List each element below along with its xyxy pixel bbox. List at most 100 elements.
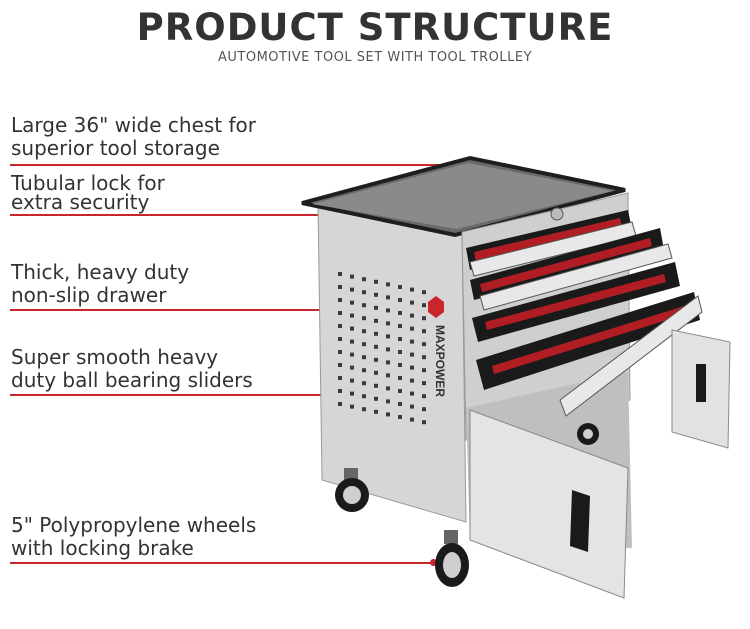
- pegboard-hole: [410, 378, 414, 383]
- pegboard-hole: [338, 272, 342, 276]
- feature-chest: Large 36" wide chest for superior tool s…: [11, 114, 256, 160]
- pegboard-hole: [386, 295, 390, 300]
- pegboard-hole: [410, 404, 414, 409]
- pegboard-hole: [362, 407, 366, 412]
- pegboard-hole: [410, 326, 414, 331]
- pegboard-hole: [374, 409, 378, 414]
- feature-wheels-leader: [10, 562, 434, 564]
- pegboard-hole: [350, 404, 354, 409]
- right-door-handle: [696, 364, 706, 402]
- pegboard-hole: [422, 290, 426, 295]
- feature-chest-line1: Large 36" wide chest for: [11, 113, 256, 137]
- brand-logo: MAXPOWER: [428, 296, 447, 397]
- feature-wheels-dot: [430, 559, 437, 566]
- pegboard-hole: [410, 339, 414, 344]
- pegboard-hole: [350, 313, 354, 318]
- feature-sliders-line2: duty ball bearing sliders: [11, 368, 253, 392]
- drawer-4: [476, 292, 703, 417]
- pegboard-hole: [374, 279, 378, 284]
- pegboard-hole: [386, 386, 390, 391]
- feature-lock-leader: [10, 214, 555, 216]
- top-tray-mat: [312, 163, 612, 229]
- tubular-lock: [550, 207, 564, 221]
- pegboard-hole: [398, 363, 402, 367]
- pegboard-hole: [422, 407, 426, 412]
- pegboard-hole: [338, 350, 342, 354]
- pegboard-hole: [362, 303, 366, 308]
- left-door-handle: [570, 490, 590, 552]
- pegboard-hole: [422, 329, 426, 334]
- pegboard-hole: [386, 321, 390, 326]
- pegboard-hole: [422, 381, 426, 386]
- pegboard-hole: [398, 337, 402, 341]
- pegboard-hole: [410, 365, 414, 370]
- pegboard-hole: [362, 316, 366, 321]
- pegboard-hole: [350, 365, 354, 370]
- pegboard-hole: [350, 339, 354, 344]
- pegboard-hole: [374, 305, 378, 310]
- drawer-1: [466, 210, 637, 277]
- pegboard-hole: [386, 282, 390, 287]
- pegboard-hole: [374, 318, 378, 323]
- page-title: PRODUCT STRUCTURE: [136, 6, 614, 49]
- pegboard-hole: [338, 363, 342, 367]
- feature-drawer-line1: Thick, heavy duty: [11, 260, 190, 284]
- pegboard-hole: [374, 331, 378, 336]
- pegboard-hole: [362, 355, 366, 360]
- feature-wheels-line2: with locking brake: [11, 536, 194, 560]
- pegboard-hole: [338, 337, 342, 341]
- feature-sliders-line1: Super smooth heavy: [11, 345, 219, 369]
- pegboard-hole: [386, 412, 390, 417]
- pegboard-hole: [350, 326, 354, 331]
- wheel-front: [435, 530, 469, 587]
- pegboard-hole: [386, 399, 390, 404]
- pegboard-hole: [398, 402, 402, 406]
- pegboard-hole: [362, 368, 366, 373]
- pegboard-hole: [374, 344, 378, 349]
- feature-lock-line1: Tubular lock for: [11, 171, 165, 195]
- pegboard-hole: [410, 352, 414, 357]
- drawer-2: [470, 228, 673, 311]
- pegboard-hole: [398, 298, 402, 302]
- pegboard-hole: [350, 287, 354, 292]
- pegboard-hole: [350, 352, 354, 357]
- pegboard-hole: [410, 287, 414, 292]
- feature-lock-line2: extra security: [11, 190, 150, 214]
- pegboard-hole: [398, 376, 402, 380]
- feature-lock: Tubular lock for extra security: [11, 172, 165, 214]
- pegboard-hole: [350, 391, 354, 396]
- pegboard-hole: [398, 285, 402, 289]
- pegboard-hole: [338, 376, 342, 380]
- wheel-right: [577, 423, 599, 445]
- pegboard-hole: [422, 342, 426, 347]
- pegboard-hole: [398, 311, 402, 315]
- pegboard-hole: [374, 357, 378, 362]
- pegboard-hole: [386, 347, 390, 352]
- pegboard-hole: [374, 396, 378, 401]
- pegboard-hole: [398, 350, 402, 354]
- pegboard-hole: [362, 394, 366, 399]
- left-cabinet-door: [469, 409, 629, 599]
- brand-name: MAXPOWER: [433, 325, 447, 397]
- pegboard-hole: [362, 329, 366, 334]
- pegboard-hole: [338, 285, 342, 289]
- pegboard-hole: [422, 420, 426, 425]
- feature-drawer: Thick, heavy duty non-slip drawer: [11, 261, 189, 307]
- feature-chest-leader: [10, 164, 485, 166]
- pegboard-hole: [386, 308, 390, 313]
- feature-chest-line2: superior tool storage: [11, 136, 220, 160]
- feature-drawer-leader: [10, 309, 522, 311]
- pegboard-hole: [422, 355, 426, 360]
- feature-wheels: 5" Polypropylene wheels with locking bra…: [11, 514, 256, 560]
- pegboard-hole: [410, 391, 414, 396]
- pegboard-hole: [374, 383, 378, 388]
- pegboard-hole: [422, 368, 426, 373]
- pegboard-hole: [398, 389, 402, 393]
- pegboard-hole: [386, 334, 390, 339]
- pegboard-hole: [350, 300, 354, 305]
- pegboard-hole: [398, 415, 402, 419]
- pegboard-hole: [422, 303, 426, 308]
- pegboard-hole: [338, 311, 342, 315]
- feature-sliders: Super smooth heavy duty ball bearing sli…: [11, 346, 253, 392]
